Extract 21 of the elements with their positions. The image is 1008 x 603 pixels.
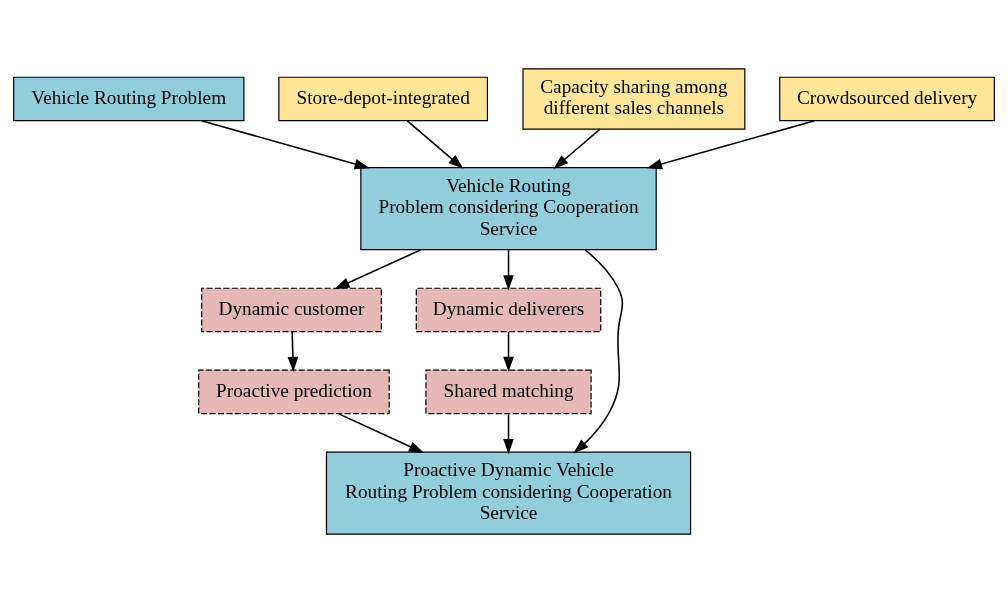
arrow [200, 119, 370, 170]
node-box: Capacity sharing among different sales channels [522, 68, 746, 130]
node-box: Vehicle Routing Problem considering Cooperation Service [360, 167, 657, 251]
arrow [338, 413, 425, 454]
node-box: Proactive prediction [198, 369, 390, 415]
arrow [553, 128, 601, 170]
node-box: Proactive Dynamic Vehicle Routing Problem considering Cooperation Service [325, 451, 692, 535]
arrow [406, 120, 464, 169]
arrow [334, 249, 422, 290]
node-box: Store-depot-integrated [278, 76, 489, 122]
node-box: Dynamic customer [201, 287, 382, 333]
arrow [646, 119, 816, 170]
node-box: Crowdsourced delivery [779, 76, 995, 122]
node-box: Vehicle Routing Problem [13, 76, 245, 122]
arrow [503, 413, 514, 455]
arrow [503, 331, 514, 373]
arrow [287, 331, 299, 373]
node-box: Dynamic deliverers [415, 287, 602, 333]
arrow [573, 249, 624, 454]
arrow [503, 249, 514, 291]
node-box: Shared matching [425, 369, 592, 415]
